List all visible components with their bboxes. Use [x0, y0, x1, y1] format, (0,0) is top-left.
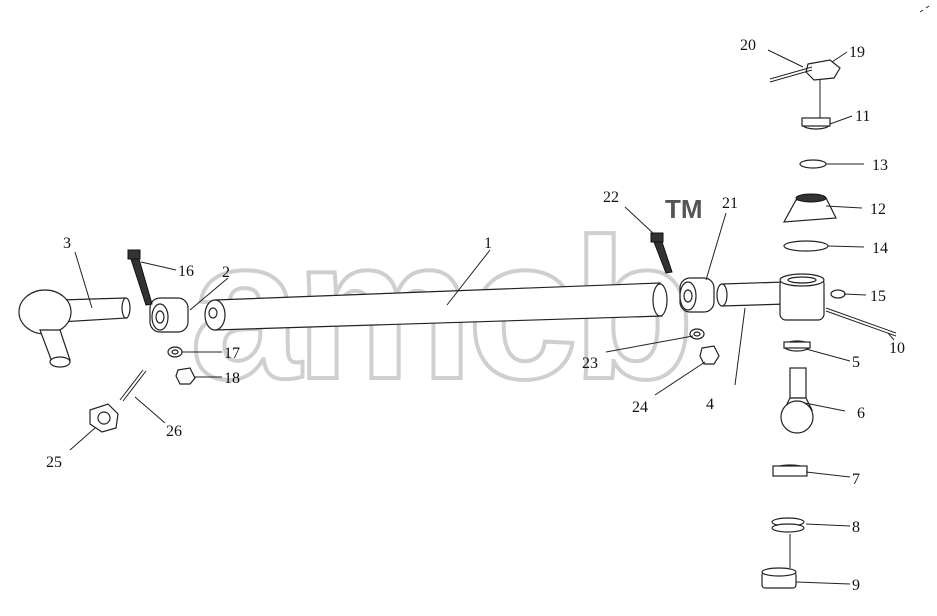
- label-14: 14: [872, 240, 888, 257]
- label-6: 6: [857, 405, 865, 422]
- label-21: 21: [722, 195, 738, 212]
- label-8: 8: [852, 519, 860, 536]
- tie-rod-end-left: [18, 289, 131, 368]
- ball-pin-6: [780, 367, 814, 434]
- part-labels: 1 2 3 4 5 6 7 8 9 10 11 12 13 14 15 16 1…: [46, 37, 905, 594]
- cotter-pin-10: [825, 307, 897, 337]
- seat-7: [772, 464, 808, 477]
- watermark-tm: TM: [665, 194, 703, 224]
- tie-rod-end-right: [716, 273, 825, 321]
- spring-8: [771, 517, 805, 533]
- label-4: 4: [706, 396, 714, 413]
- ring-13: [799, 159, 827, 169]
- nut-right: [699, 345, 720, 365]
- leader-lines: [69, 49, 895, 585]
- corner-mark: [919, 5, 930, 13]
- label-12: 12: [870, 201, 886, 218]
- seal-5: [783, 340, 811, 352]
- label-2: 2: [222, 264, 230, 281]
- label-16: 16: [178, 263, 194, 280]
- label-10: 10: [889, 340, 905, 357]
- label-15: 15: [870, 288, 886, 305]
- label-7: 7: [852, 471, 860, 488]
- label-13: 13: [872, 157, 888, 174]
- label-3: 3: [63, 235, 71, 252]
- label-25: 25: [46, 454, 62, 471]
- label-26: 26: [166, 423, 182, 440]
- castle-nut-left: [89, 403, 119, 433]
- bolt-left: [127, 249, 153, 306]
- washer-left: [167, 346, 183, 358]
- tie-rod-tube: [204, 282, 668, 331]
- label-17: 17: [224, 345, 240, 362]
- label-23: 23: [582, 355, 598, 372]
- washer-right: [689, 328, 705, 340]
- label-5: 5: [852, 354, 860, 371]
- label-20: 20: [740, 37, 756, 54]
- clamp-left: [149, 297, 189, 333]
- bushing-11: [801, 117, 831, 130]
- grease-fitting-15: [830, 289, 846, 299]
- ring-14: [783, 240, 829, 252]
- label-24: 24: [632, 399, 648, 416]
- label-11: 11: [855, 108, 870, 125]
- label-22: 22: [603, 189, 619, 206]
- label-9: 9: [852, 577, 860, 594]
- label-19: 19: [849, 44, 865, 61]
- boot-12: [782, 193, 837, 223]
- bolt-right: [650, 232, 673, 274]
- plug-9: [761, 567, 797, 589]
- cotter-pin-left: [119, 369, 147, 402]
- clamp-right: [679, 277, 715, 313]
- label-18: 18: [224, 370, 240, 387]
- cotter-pin-right: [769, 66, 813, 83]
- label-1: 1: [484, 235, 492, 252]
- nut-left: [175, 367, 196, 385]
